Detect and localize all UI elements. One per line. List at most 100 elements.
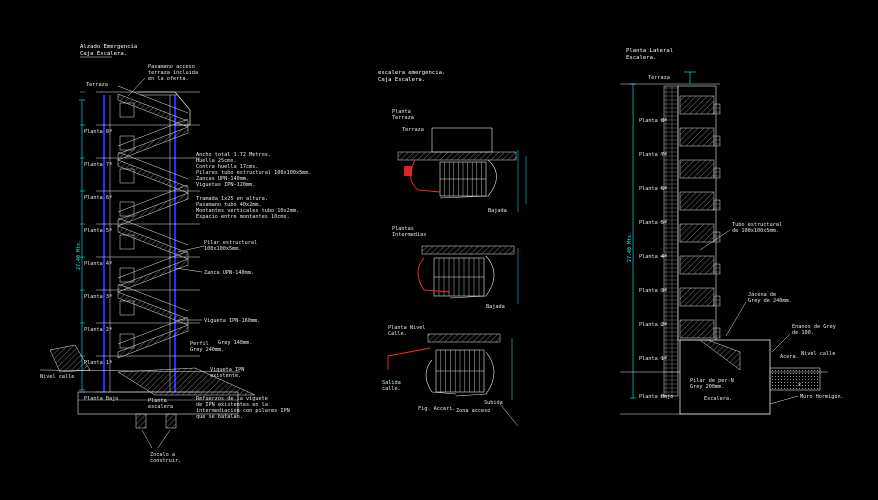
left-ramp-hatch [117, 367, 256, 396]
spec-line: Viguetas IPN-120mm. [196, 182, 255, 188]
stair-band [679, 127, 715, 147]
fig-label: Fig. Acceri. [418, 406, 455, 412]
left-door-frame [119, 201, 135, 217]
handrail [117, 184, 189, 213]
acera-label: Acera. [780, 354, 799, 360]
stair-band [679, 319, 715, 339]
right-title: Planta Lateral [626, 48, 673, 54]
spec-line: Zancas UPN-140mm. [196, 176, 249, 182]
stair-flight [117, 159, 189, 194]
right-floor-label: Planta 6ª [639, 186, 667, 192]
left-floor-label: Planta 7ª [84, 162, 112, 168]
stair-flight [117, 225, 189, 260]
spec-line: Huella 25cms. [196, 158, 237, 164]
plan1-terrace: Terraza [402, 127, 424, 133]
left-floor-label: Planta Bajo [84, 396, 118, 402]
stair-band [679, 159, 715, 179]
left-door-frame [119, 135, 135, 151]
stair-band [679, 287, 715, 307]
stair-flight [117, 93, 189, 128]
left-door-frame [119, 333, 135, 349]
left-ground-label: Nivel calle [40, 374, 74, 380]
spec-line: Ancho total 1.72 Metros. [196, 152, 271, 158]
left-floor-label: Planta 8ª [84, 129, 112, 135]
left-floor-label: Planta 5ª [84, 228, 112, 234]
right-small-label: x [798, 382, 801, 388]
handrail [117, 85, 189, 114]
handrail [117, 151, 189, 180]
stair-band [679, 255, 715, 275]
zanca-note: Zanca UPN-140mm. [204, 270, 254, 276]
spec-line: Contra huella 17cms. [196, 164, 258, 170]
spec-line: Pilares tubo estructural 100x100x5mm. [196, 170, 312, 176]
left-floor-label: Planta 2ª [84, 327, 112, 333]
stair-band [679, 95, 715, 115]
nivel-calle-label: Nivel calle [801, 351, 835, 357]
right-dimension-label: 27.40 Mts. [627, 232, 633, 262]
left-subtitle: Caja Escalera. [80, 51, 127, 57]
stair-band [679, 191, 715, 211]
handrail [117, 118, 189, 147]
left-floor-label: Planta 6ª [84, 195, 112, 201]
right-floor-label: Planta 2ª [639, 322, 667, 328]
middle-subtitle: Caja Escalera. [378, 77, 425, 83]
handrail [117, 283, 189, 312]
right-floor-label: Planta 7ª [639, 152, 667, 158]
left-floor-label: Planta 3ª [84, 294, 112, 300]
right-brick-column [663, 85, 679, 397]
right-floor-label: Planta 5ª [639, 220, 667, 226]
plan1-tag: Bajada [488, 208, 507, 214]
spec-line: Espacio entre montantes 10cms. [196, 214, 290, 220]
stair-band [679, 223, 715, 243]
spec-line: Pasamano tubo 40x2mm. [196, 202, 262, 208]
spec-line: Tramada 1x25 en altura. [196, 196, 268, 202]
left-title: Alzado Emergencia [80, 44, 137, 50]
right-terrace: Terraza [648, 75, 670, 81]
handrail [117, 316, 189, 345]
left-elevation-view: Alzado Emergencia Caja Escalera. 27.40 M… [39, 44, 312, 464]
grey-note: Grey 140mm. [218, 340, 252, 346]
stair-flight [117, 324, 189, 359]
zone-label: Zona acceso [456, 408, 490, 414]
handrail [117, 217, 189, 246]
plan2-tag: Bajada [486, 304, 505, 310]
escalera-label: Escalera. [704, 396, 732, 402]
left-floor-label: Planta 4ª [84, 261, 112, 267]
right-floor-label: Planta 1ª [639, 356, 667, 362]
right-subtitle: Escalera. [626, 55, 656, 61]
middle-plan-view: escalera emergencia. Caja Escalera. Plan… [378, 70, 527, 427]
middle-title: escalera emergencia. [378, 70, 445, 76]
right-floor-label: Planta 8ª [639, 118, 667, 124]
stair-flight [117, 291, 189, 326]
left-floor-label: Planta 1ª [84, 360, 112, 366]
stair-flight [117, 258, 189, 293]
stair-flight [117, 192, 189, 227]
muro-note: Muro Hormigón. [800, 393, 844, 400]
left-ground-hatch [49, 344, 91, 373]
right-floor-label: Planta 3ª [639, 288, 667, 294]
right-floor-label: Planta 4ª [639, 254, 667, 260]
vigueta-note: Vigueta IPN-160mm. [204, 318, 260, 324]
stair-flight [117, 126, 189, 161]
plan3-tag: Subida [484, 400, 503, 406]
spec-line: Montantes verticales tubo 10x2mm. [196, 208, 299, 214]
left-floor-label: Terraza [86, 82, 108, 88]
left-dimension-label: 27.40 Mts. [76, 240, 82, 270]
